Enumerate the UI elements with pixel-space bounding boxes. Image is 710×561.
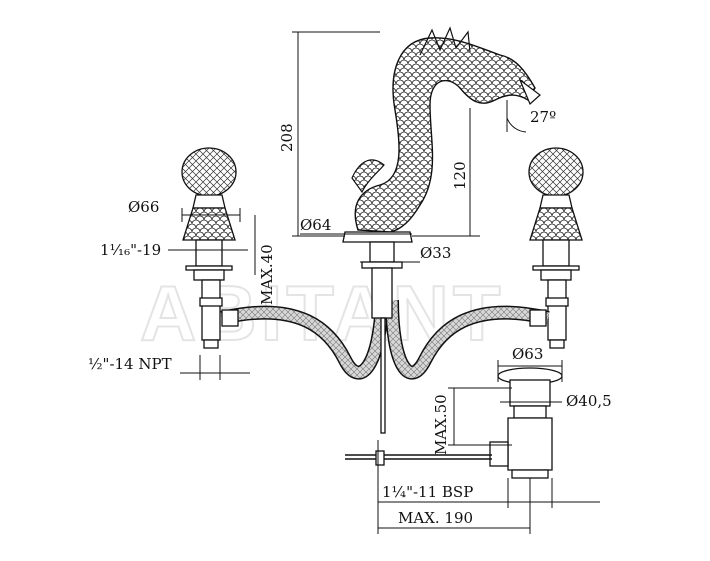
left-handle	[181, 147, 237, 349]
spout-base-diameter-label: Ø64	[300, 216, 331, 234]
dragon-spout	[342, 26, 541, 434]
dimension-lines	[168, 31, 600, 534]
drain-max-deck-label: MAX.50	[432, 394, 450, 455]
spout-angle-label: 27º	[530, 108, 556, 126]
drain-max-reach-label: MAX. 190	[398, 509, 473, 527]
handle-thread-label: 1⅟₁₆"-19	[100, 241, 161, 259]
handle-diameter-label: Ø66	[128, 198, 159, 216]
spout-shank-diameter-label: Ø33	[420, 244, 451, 262]
height-total-label: 208	[278, 123, 296, 152]
supply-thread-label: ½"-14 NPT	[88, 355, 172, 373]
drain-plug-diameter-label: Ø40,5	[566, 392, 612, 410]
pop-up-drain	[345, 367, 563, 479]
spout-height-label: 120	[451, 161, 469, 190]
watermark: ABITANT	[140, 269, 505, 357]
handle-max-deck-label: MAX.40	[258, 244, 276, 305]
drain-flange-diameter-label: Ø63	[512, 345, 543, 363]
supply-hoses	[220, 299, 550, 380]
right-handle	[528, 147, 584, 349]
drain-thread-label: 1¼"-11 BSP	[382, 483, 473, 501]
